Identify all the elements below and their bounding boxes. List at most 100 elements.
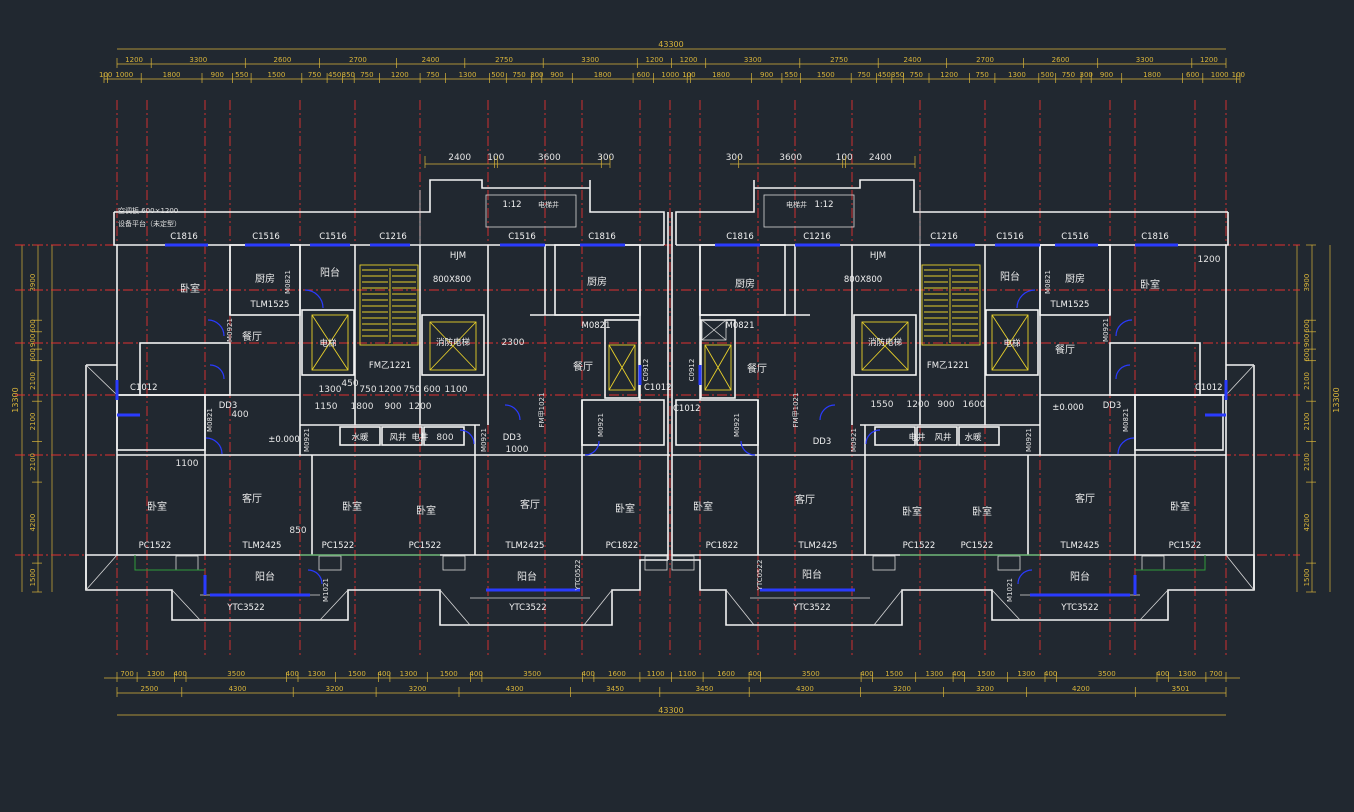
top-row1-dim-30: 750 [976,71,989,79]
bottom-row1-dim-10: 400 [469,670,482,678]
bottom-row1-dim-22: 400 [952,670,965,678]
code-c0912-1: C0912 [642,359,650,382]
top-row2-dim-15: 1200 [1200,56,1218,64]
code-pc1522-5: PC1522 [961,541,994,551]
code-dd3-3: DD3 [813,437,832,447]
code-ytc3522-4: YTC3522 [1060,603,1098,613]
bottom-row1-dim-26: 3500 [1098,670,1116,678]
code-c1012-1: C1012 [130,383,158,393]
code-c1816-1: C1816 [170,232,198,242]
bottom-row1-dim-29: 700 [1209,670,1222,678]
bottom-row2-dim-1: 4300 [229,685,247,693]
core-dim-9: 900 [384,402,401,412]
code-shaft-1: 800X800 [433,275,471,285]
core-dim-17: 800 [436,433,453,443]
room-balcony-6: 阳台 [1070,570,1090,583]
label-fire-elevator-1: 消防电梯 [436,337,471,348]
top-row1-dim-38: 1000 [1211,71,1229,79]
bottom-row1-dim-21: 1300 [925,670,943,678]
room-bedroom-8: 卧室 [972,505,992,518]
code-pc1522-4: PC1522 [903,541,936,551]
code-c1516-2: C1516 [319,232,347,242]
code-fm1221-1: FM乙1221 [369,361,411,371]
code-shaft-2: 800X800 [844,275,882,285]
code-m1021-2: M1021 [1006,578,1014,602]
top-row1-dim-35: 900 [1100,71,1113,79]
code-ytc0522-1: YTC0522 [574,560,582,592]
right-dim-2: 900 [1303,334,1311,347]
bottom-row1-dim-13: 1600 [608,670,626,678]
code-ytc3522-3: YTC3522 [792,603,830,613]
code-c1012-3: C1012 [673,404,701,414]
right-dim-1: 600 [1303,319,1311,332]
code-m1021-1: M1021 [322,578,330,602]
room-kitchen-4: 厨房 [735,277,755,290]
left-dim-7: 4200 [29,514,37,532]
core-dim-14: 1100 [176,459,199,469]
bottom-row2-dim-5: 3450 [606,685,624,693]
bottom-row1-dim-5: 1300 [308,670,326,678]
room-kitchen-3: 厨房 [1065,272,1085,285]
stairs [359,264,981,346]
label-elevator-note-2: 电梯井 [786,200,807,209]
top-row1-dim-24: 1500 [817,71,835,79]
code-m0921-v7: M0921 [850,428,858,452]
core-top-right-2: 100 [836,153,853,163]
label-water-1: 水暖 [351,432,369,443]
left-dim-0: 3900 [29,274,37,292]
left-dim-8: 1500 [29,569,37,587]
bottom-row1-dim-3: 3500 [227,670,245,678]
right-dim-4: 2100 [1303,372,1311,390]
bottom-row1-dim-18: 3500 [802,670,820,678]
core-top-left-0: 2400 [448,153,471,163]
top-row1-dim-16: 900 [550,71,563,79]
label-elec-1: 电井 [411,432,428,443]
code-tlm2425-2: TLM2425 [505,541,545,551]
label-elevator-note-1: 电梯井 [538,200,559,209]
code-fm1021-2: FM甲1021 [792,393,800,428]
room-dining-3: 餐厅 [1055,343,1075,356]
code-c1516-5: C1516 [1061,232,1089,242]
right-total-dim: 13300 [1332,387,1341,412]
top-row1-dim-17: 1800 [594,71,612,79]
code-tlm1525-2: TLM1525 [1050,300,1090,310]
code-hjm-1: HJM [450,251,466,261]
code-m0821-v2: M0821 [206,408,214,432]
top-row2-dim-6: 3300 [581,56,599,64]
bottom-row1-dim-24: 1300 [1017,670,1035,678]
top-row1-dim-10: 1200 [391,71,409,79]
doors [205,289,1135,585]
left-dim-4: 2100 [29,372,37,390]
top-row2-dim-10: 2750 [830,56,848,64]
code-pc1822-1: PC1822 [606,541,639,551]
core-dim-18: 1550 [871,400,894,410]
code-pc1522-2: PC1522 [322,541,355,551]
top-row1-dim-19: 1000 [661,71,679,79]
bottom-row1-dim-27: 400 [1156,670,1169,678]
top-row1-dim-5: 1500 [267,71,285,79]
top-row1-dim-26: 450 [878,71,891,79]
top-row2-dim-3: 2700 [349,56,367,64]
room-bedroom-4: 卧室 [416,504,436,517]
top-row1-dim-12: 1300 [459,71,477,79]
top-row1-dim-2: 1800 [163,71,181,79]
top-row1-dim-9: 750 [360,71,373,79]
code-slope-1: 1:12 [502,200,521,210]
core-top-left-1: 100 [487,153,504,163]
room-living-1: 客厅 [242,492,262,505]
right-dim-5: 2100 [1303,412,1311,430]
room-bedroom-5: 卧室 [615,502,635,515]
top-row1-dim-22: 900 [760,71,773,79]
right-dim-0: 3900 [1303,274,1311,292]
code-dd3-2: DD3 [503,433,522,443]
code-m0921-v2: M0921 [303,428,311,452]
bottom-row1-dim-23: 1500 [977,670,995,678]
code-c1012-2: C1012 [1195,383,1223,393]
bottom-row1-dim-6: 1500 [348,670,366,678]
top-row1-dim-0: 100 [99,71,112,79]
bottom-row1-dim-2: 400 [174,670,187,678]
windows [115,243,1228,597]
bottom-row1-dim-7: 400 [378,670,391,678]
code-m0921-v1: M0921 [226,318,234,342]
